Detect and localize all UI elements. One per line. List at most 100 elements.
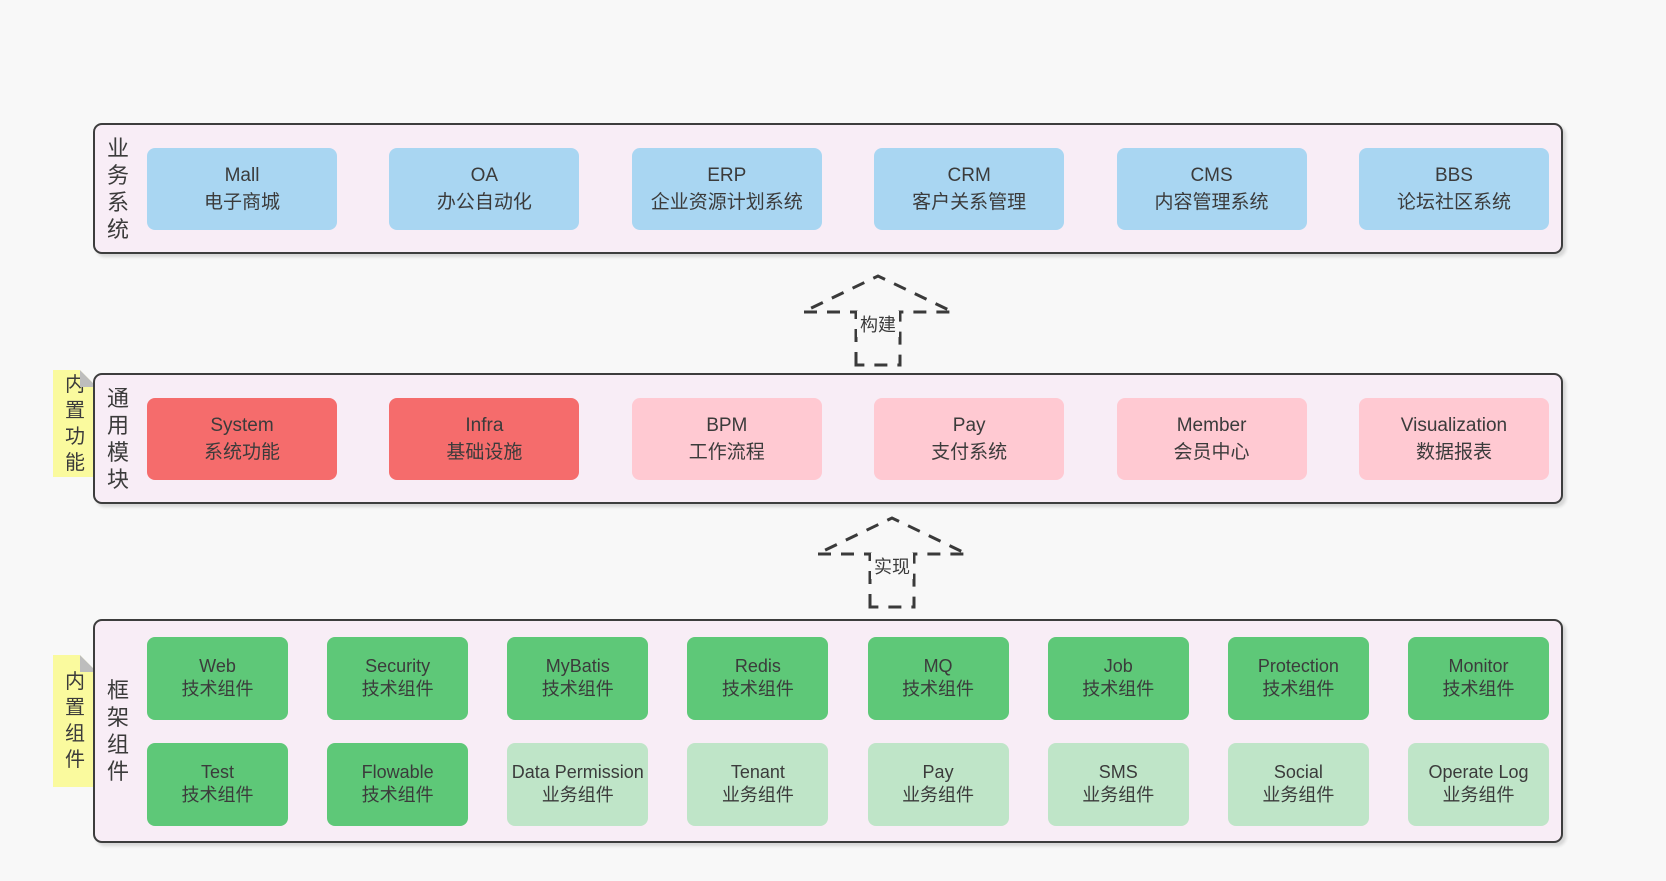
box-pay-biz: Pay 业务组件: [867, 742, 1009, 826]
box-test: Test 技术组件: [147, 742, 288, 826]
box-redis: Redis 技术组件: [687, 636, 829, 720]
box-name: CMS: [1190, 164, 1233, 186]
arrow-label: 构建: [857, 311, 899, 337]
box-name: Web: [199, 656, 236, 676]
box-desc: 技术组件: [1262, 679, 1335, 699]
box-name: Monitor: [1448, 656, 1509, 676]
box-name: Protection: [1257, 656, 1339, 676]
layer-framework-components: 框架组件 Web 技术组件 Security 技术组件 MyBatis 技术组件…: [93, 619, 1563, 843]
box-job: Job 技术组件: [1047, 636, 1189, 720]
box-name: OA: [470, 164, 499, 186]
box-name: Job: [1103, 656, 1133, 676]
box-data-permission: Data Permission 业务组件: [507, 742, 649, 826]
box-erp: ERP 企业资源计划系统: [631, 147, 822, 230]
box-security: Security 技术组件: [327, 636, 469, 720]
box-name: Redis: [734, 656, 781, 676]
box-name: Infra: [465, 414, 504, 436]
box-name: MQ: [923, 656, 953, 676]
note-built-in-features: 内置功能: [53, 370, 97, 477]
note-text: 内置组件: [65, 671, 85, 771]
up-arrow-icon: [802, 274, 954, 367]
box-desc: 电子商城: [203, 191, 280, 213]
implement-arrow: 实现: [811, 514, 973, 609]
box-monitor: Monitor 技术组件: [1407, 636, 1549, 720]
box-desc: 工作流程: [688, 441, 765, 463]
box-name: Visualization: [1400, 414, 1508, 436]
box-desc: 业务组件: [902, 785, 975, 805]
box-name: ERP: [707, 164, 747, 186]
biz-components-row: Test 技术组件 Flowable 技术组件 Data Permission …: [147, 742, 1549, 826]
note-built-in-components: 内置组件: [53, 655, 97, 787]
box-mall: Mall 电子商城: [147, 147, 337, 230]
box-pay-system: Pay 支付系统: [874, 397, 1065, 480]
box-name: Pay: [922, 762, 954, 782]
layer-boxes-row: Mall 电子商城 OA 办公自动化 ERP 企业资源计划系统 CRM 客户关系…: [141, 125, 1561, 252]
box-cms: CMS 内容管理系统: [1116, 147, 1307, 230]
layer-label-text: 通用模块: [107, 385, 130, 492]
box-desc: 论坛社区系统: [1396, 191, 1511, 213]
box-flowable: Flowable 技术组件: [327, 742, 469, 826]
box-desc: 业务组件: [1442, 785, 1515, 805]
box-desc: 技术组件: [1082, 679, 1155, 699]
box-name: Tenant: [730, 762, 785, 782]
box-name: Pay: [952, 414, 986, 436]
box-infra: Infra 基础设施: [389, 397, 580, 480]
box-desc: 技术组件: [361, 785, 434, 805]
box-protection: Protection 技术组件: [1227, 636, 1369, 720]
layer-label: 业务系统: [95, 125, 141, 252]
box-mybatis: MyBatis 技术组件: [507, 636, 649, 720]
box-desc: 业务组件: [541, 785, 614, 805]
box-name: System: [210, 414, 274, 436]
up-arrow-icon: [816, 516, 968, 609]
build-arrow: 构建: [797, 272, 959, 367]
box-desc: 技术组件: [541, 679, 614, 699]
box-desc: 业务组件: [1082, 785, 1155, 805]
box-name: Flowable: [361, 762, 434, 782]
layer-business-systems: 业务系统 Mall 电子商城 OA 办公自动化 ERP 企业资源计划系统 CRM…: [93, 123, 1563, 254]
box-name: MyBatis: [545, 656, 610, 676]
box-desc: 技术组件: [902, 679, 975, 699]
box-tenant: Tenant 业务组件: [687, 742, 829, 826]
box-desc: 技术组件: [361, 679, 434, 699]
box-name: Data Permission: [511, 762, 644, 782]
box-name: Security: [365, 656, 431, 676]
box-name: BPM: [706, 414, 748, 436]
layer-boxes-grid: Web 技术组件 Security 技术组件 MyBatis 技术组件 Redi…: [141, 621, 1561, 841]
box-name: Mall: [224, 164, 260, 186]
box-mq: MQ 技术组件: [867, 636, 1009, 720]
box-desc: 系统功能: [203, 441, 280, 463]
box-web: Web 技术组件: [147, 636, 288, 720]
box-desc: 基础设施: [446, 441, 523, 463]
box-desc: 企业资源计划系统: [650, 191, 803, 213]
box-desc: 业务组件: [1262, 785, 1335, 805]
layer-common-modules: 通用模块 System 系统功能 Infra 基础设施 BPM 工作流程 Pay…: [93, 373, 1563, 504]
box-sms: SMS 业务组件: [1047, 742, 1189, 826]
box-social: Social 业务组件: [1227, 742, 1369, 826]
box-desc: 办公自动化: [436, 191, 532, 213]
box-name: SMS: [1098, 762, 1138, 782]
box-system: System 系统功能: [147, 397, 337, 480]
box-name: Operate Log: [1428, 762, 1529, 782]
box-name: Member: [1176, 414, 1247, 436]
box-bbs: BBS 论坛社区系统: [1358, 147, 1549, 230]
box-name: BBS: [1434, 164, 1473, 186]
box-desc: 数据报表: [1415, 441, 1492, 463]
box-visualization: Visualization 数据报表: [1358, 397, 1549, 480]
arrow-label: 实现: [871, 553, 913, 579]
box-bpm: BPM 工作流程: [631, 397, 822, 480]
box-operate-log: Operate Log 业务组件: [1407, 742, 1549, 826]
layer-label-text: 框架组件: [107, 678, 130, 784]
note-text: 内置功能: [65, 373, 85, 474]
box-name: Test: [200, 762, 234, 782]
box-desc: 客户关系管理: [912, 191, 1027, 213]
box-member: Member 会员中心: [1116, 397, 1307, 480]
box-name: Social: [1273, 762, 1323, 782]
tech-components-row: Web 技术组件 Security 技术组件 MyBatis 技术组件 Redi…: [147, 636, 1549, 720]
box-desc: 内容管理系统: [1154, 191, 1269, 213]
box-oa: OA 办公自动化: [389, 147, 580, 230]
box-desc: 技术组件: [181, 679, 254, 699]
box-name: CRM: [947, 164, 991, 186]
box-desc: 业务组件: [721, 785, 794, 805]
box-desc: 技术组件: [181, 785, 254, 805]
